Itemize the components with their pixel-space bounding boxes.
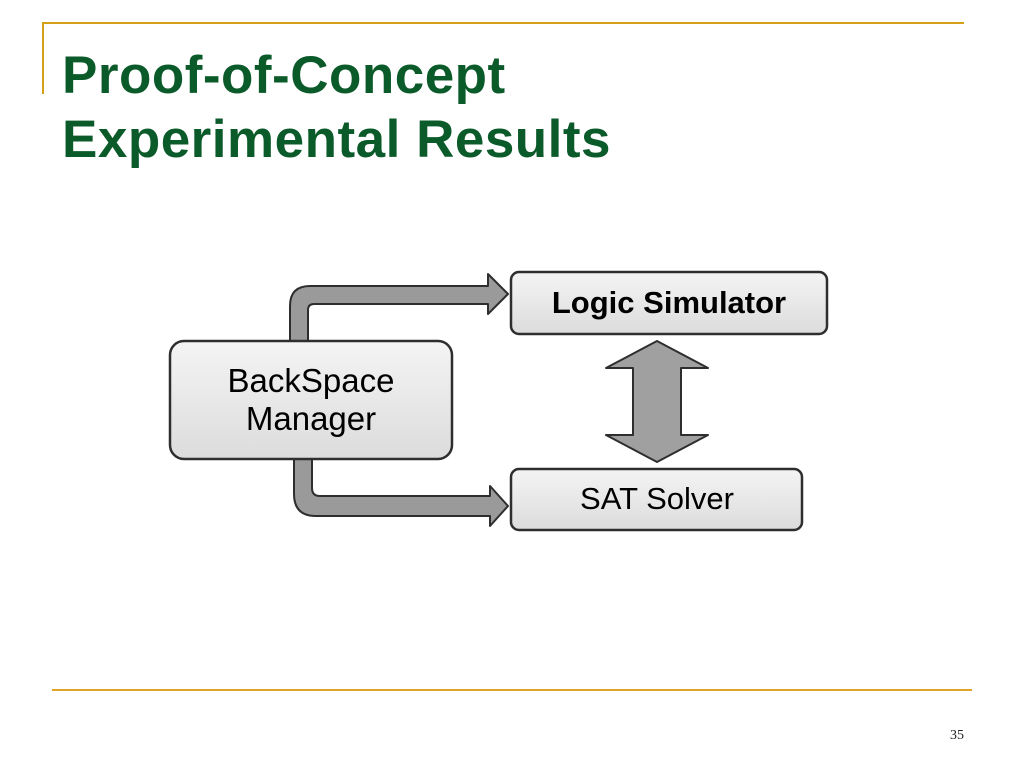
sat-solver-label: SAT Solver bbox=[580, 481, 734, 516]
logic-simulator-box bbox=[509, 270, 829, 336]
backspace-manager-label: BackSpace Manager bbox=[172, 342, 450, 458]
backspace-manager-label-line-1: BackSpace bbox=[227, 362, 395, 399]
top-accent-line bbox=[42, 22, 964, 24]
slide-title-line-1: Proof-of-Concept bbox=[62, 46, 506, 105]
left-accent-line bbox=[42, 22, 44, 94]
footer-rule bbox=[52, 689, 972, 691]
slide-title: Proof-of-Concept Experimental Results bbox=[62, 44, 611, 172]
logic-simulator-label: Logic Simulator bbox=[551, 285, 787, 320]
slide-title-line-2: Experimental Results bbox=[62, 110, 612, 169]
backspace-manager-box bbox=[168, 339, 454, 461]
sat-solver-box bbox=[509, 467, 804, 532]
backspace-manager-label-line-2: Manager bbox=[245, 400, 377, 437]
arrow-to-logic-simulator bbox=[289, 273, 509, 347]
double-arrow-simulator-sat bbox=[605, 340, 709, 463]
page-number: 35 bbox=[950, 728, 964, 743]
arrow-to-sat-solver bbox=[293, 455, 509, 527]
